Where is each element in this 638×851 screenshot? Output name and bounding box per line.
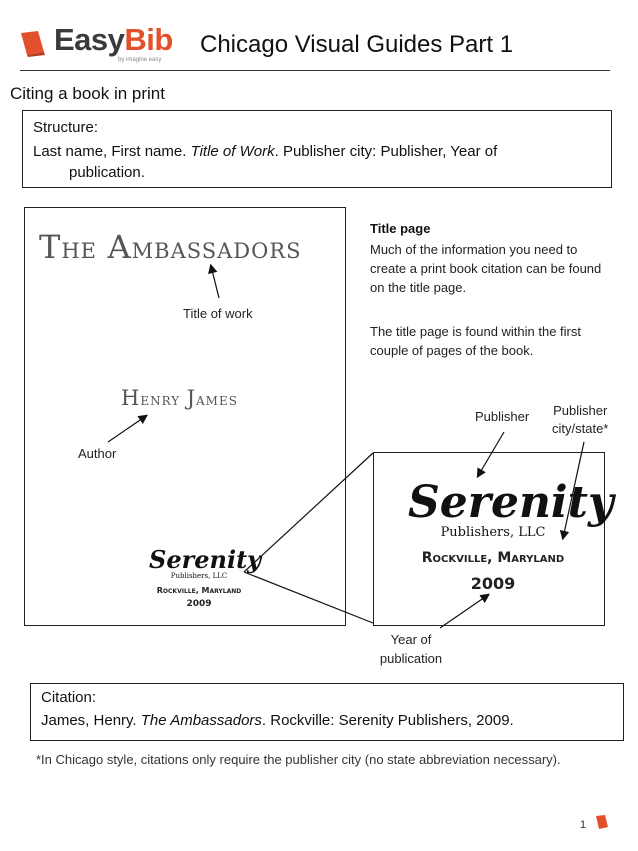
info-paragraph: Much of the information you need to crea… — [370, 242, 602, 295]
section-heading: Citing a book in print — [10, 84, 165, 103]
publisher-logo: Serenity — [149, 545, 262, 574]
publisher-callout: Publisher — [475, 409, 530, 424]
info-heading: Title page — [370, 221, 431, 236]
book-title-text: The Ambassadors — [39, 228, 302, 266]
publisher-city: Rockville, Maryland — [156, 586, 242, 595]
structure-format: Last name, First name. Title of Work. Pu… — [33, 143, 498, 181]
structure-box: Structure: Last name, First name. Title … — [22, 110, 612, 188]
title-arrow — [208, 263, 220, 299]
header-divider — [20, 70, 610, 71]
publisher-arrow — [476, 431, 505, 479]
citation-box: Citation: James, Henry. The Ambassadors.… — [30, 683, 624, 741]
publisher-city: Rockville, Maryland — [421, 550, 565, 566]
publisher-city-callout: Publisher city/state* — [552, 403, 609, 436]
author-arrow — [107, 414, 148, 443]
logo-wordmark: EasyBib — [54, 22, 173, 57]
structure-label: Structure: — [33, 119, 99, 136]
page-number: 1 — [580, 819, 587, 831]
book-author-text: Henry James — [121, 386, 238, 410]
author-callout: Author — [78, 446, 117, 461]
title-page-image: The Ambassadors Henry James Serenity Pub… — [24, 207, 346, 626]
title-of-work-callout: Title of work — [183, 306, 253, 321]
easybib-logo: EasyBib by imagine easy — [18, 22, 188, 66]
logo-tagline: by imagine easy — [118, 57, 162, 63]
publication-year: 2009 — [186, 599, 212, 609]
publication-year: 2009 — [470, 574, 516, 593]
citation-label: Citation: — [41, 689, 97, 706]
publisher-name: Publishers, LLC — [440, 525, 546, 540]
zoomed-publisher-image: Serenity Publishers, LLC Rockville, Mary… — [373, 452, 614, 626]
year-arrow — [439, 593, 490, 629]
book-icon — [21, 31, 45, 57]
book-publisher-block: Serenity Publishers, LLC Rockville, Mary… — [149, 545, 262, 610]
citation-example: James, Henry. The Ambassadors. Rockville… — [41, 712, 514, 729]
page-title: Chicago Visual Guides Part 1 — [200, 31, 514, 58]
info-paragraph: The title page is found within the first… — [370, 324, 582, 358]
publisher-name: Publishers, LLC — [170, 572, 228, 580]
year-callout: Year of publication — [379, 632, 443, 666]
zoom-connector-line — [243, 452, 374, 573]
book-icon — [596, 815, 608, 829]
publisher-city-arrow — [559, 441, 585, 541]
footnote: *In Chicago style, citations only requir… — [36, 752, 561, 767]
zoom-connector-line — [243, 571, 374, 624]
